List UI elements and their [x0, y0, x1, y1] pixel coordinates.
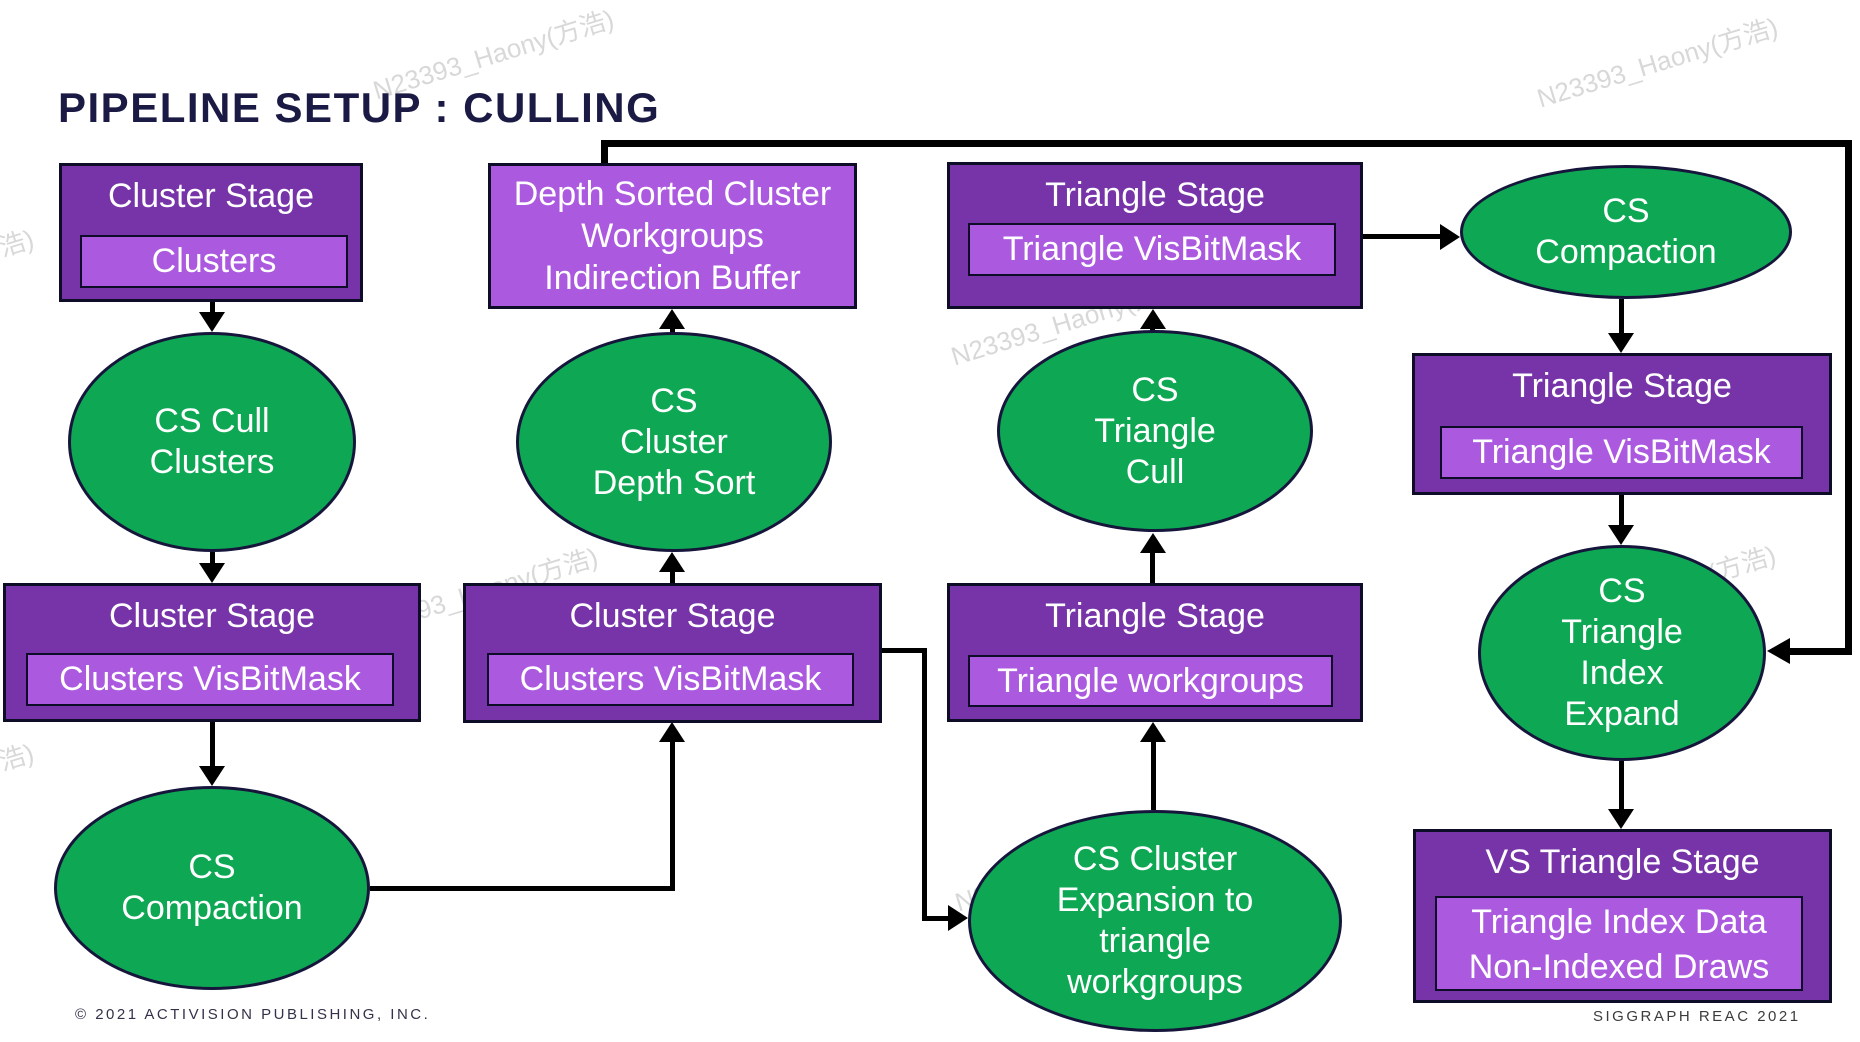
connector-elbow	[922, 916, 950, 921]
connector-elbow	[670, 740, 675, 891]
connector-elbow	[922, 648, 927, 921]
connector	[210, 722, 215, 768]
node-triangle-stage-visbitmask-top: Triangle Stage Triangle VisBitMask	[947, 162, 1363, 309]
node-triangle-stage-visbitmask-right: Triangle Stage Triangle VisBitMask	[1412, 353, 1832, 495]
connector-loop-top	[601, 140, 1852, 147]
connector-loop-right	[1845, 140, 1852, 655]
node-title: Triangle Stage	[1512, 367, 1732, 405]
connector-elbow	[370, 886, 673, 891]
connector-loop-stub	[601, 144, 608, 166]
node-cs-triangle-cull: CS Triangle Cull	[997, 330, 1313, 532]
connector-elbow	[882, 648, 927, 653]
connector	[1619, 299, 1624, 335]
watermark: N23393_Haony(方浩)	[0, 223, 38, 326]
node-vs-triangle-stage: VS Triangle Stage Triangle Index Data No…	[1413, 829, 1832, 1003]
connector	[670, 572, 675, 583]
node-cluster-stage-visbitmask-mid: Cluster Stage Clusters VisBitMask	[463, 583, 882, 723]
arrowhead-down-icon	[199, 766, 225, 786]
event-text: SIGGRAPH REAC 2021	[1593, 1008, 1801, 1025]
node-chip-clusters-visbitmask: Clusters VisBitMask	[487, 653, 854, 706]
connector	[210, 302, 215, 314]
arrowhead-down-icon	[199, 312, 225, 332]
node-chip-triangle-visbitmask: Triangle VisBitMask	[968, 223, 1336, 276]
node-cs-compaction-left: CS Compaction	[54, 786, 370, 990]
arrowhead-left-icon	[1767, 638, 1790, 664]
page-title: PIPELINE SETUP : CULLING	[58, 84, 661, 131]
arrowhead-down-icon	[1608, 333, 1634, 353]
node-chip-clusters: Clusters	[80, 235, 348, 288]
arrowhead-down-icon	[199, 563, 225, 583]
node-cs-compaction-right: CS Compaction	[1460, 165, 1792, 299]
arrowhead-right-icon	[1440, 224, 1460, 250]
node-depth-sorted-buffer: Depth Sorted Cluster Workgroups Indirect…	[488, 163, 857, 309]
node-title: Cluster Stage	[569, 597, 776, 635]
watermark: N23393_Haony(方浩)	[1533, 11, 1782, 114]
node-title: VS Triangle Stage	[1485, 843, 1760, 881]
connector	[1619, 761, 1624, 811]
arrowhead-up-icon	[659, 552, 685, 572]
connector	[1619, 495, 1624, 527]
node-cs-cluster-depth-sort: CS Cluster Depth Sort	[516, 332, 832, 552]
arrowhead-right-icon	[948, 905, 968, 931]
node-triangle-stage-workgroups: Triangle Stage Triangle workgroups	[947, 583, 1363, 722]
node-cs-triangle-index-expand: CS Triangle Index Expand	[1478, 545, 1766, 761]
node-title: Cluster Stage	[108, 177, 314, 215]
arrowhead-up-icon	[659, 722, 685, 742]
arrowhead-down-icon	[1608, 809, 1634, 829]
watermark: N23393_Haony(方浩)	[0, 737, 38, 840]
connector	[1150, 553, 1155, 583]
node-title: Cluster Stage	[109, 597, 315, 635]
node-cluster-stage-top: Cluster Stage Clusters	[59, 163, 363, 302]
arrowhead-up-icon	[1140, 309, 1166, 329]
arrowhead-up-icon	[1140, 533, 1166, 553]
connector	[210, 552, 215, 565]
node-chip-triangle-index-data: Triangle Index Data Non-Indexed Draws	[1435, 896, 1803, 991]
connector	[1363, 234, 1442, 239]
connector	[1151, 742, 1156, 810]
node-title: Triangle Stage	[1045, 176, 1265, 214]
arrowhead-up-icon	[659, 309, 685, 329]
connector-loop-bottom	[1790, 648, 1852, 655]
copyright-text: © 2021 ACTIVISION PUBLISHING, INC.	[75, 1006, 431, 1023]
node-cs-cull-clusters: CS Cull Clusters	[68, 332, 356, 552]
node-chip-clusters-visbitmask: Clusters VisBitMask	[26, 653, 394, 706]
arrowhead-up-icon	[1140, 722, 1166, 742]
node-cluster-stage-visbitmask-left: Cluster Stage Clusters VisBitMask	[3, 583, 421, 722]
node-cs-cluster-expansion: CS Cluster Expansion to triangle workgro…	[968, 810, 1342, 1032]
connector	[670, 329, 675, 334]
node-chip-triangle-visbitmask: Triangle VisBitMask	[1440, 426, 1803, 479]
node-title: Triangle Stage	[1045, 597, 1265, 635]
node-chip-triangle-workgroups: Triangle workgroups	[968, 655, 1333, 707]
arrowhead-down-icon	[1608, 525, 1634, 545]
